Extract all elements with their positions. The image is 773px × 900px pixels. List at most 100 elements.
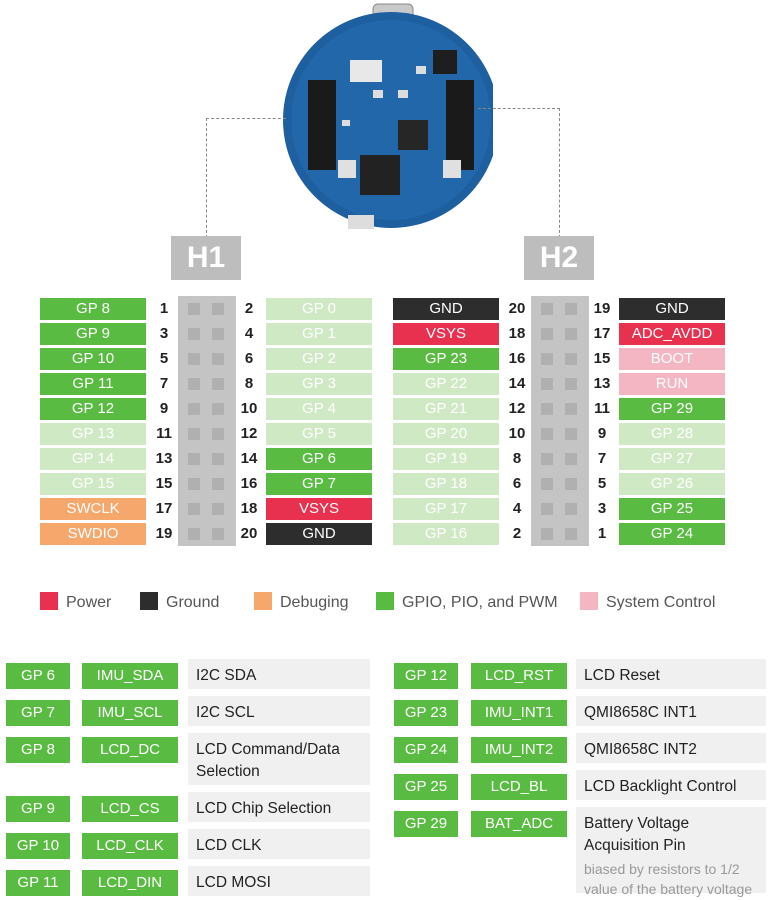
- function-description-text: LCD Reset: [584, 667, 660, 684]
- h2-pin-strip: [531, 296, 589, 546]
- h2-left-pin-label: GP 20: [393, 423, 499, 445]
- h2-left-pin-number: 12: [508, 400, 526, 417]
- h2-left-pin-number: 14: [508, 375, 526, 392]
- h1-connector-line: [206, 118, 286, 238]
- h2-left-pin-number: 8: [512, 450, 522, 467]
- h1-right-pin-number: 4: [244, 325, 254, 342]
- h2-right-pin-label: GND: [619, 298, 725, 320]
- legend-label: Power: [66, 594, 112, 611]
- h1-right-pin-label: GP 3: [266, 373, 372, 395]
- pin-pad: [212, 353, 224, 365]
- pin-pad: [565, 328, 577, 340]
- h1-left-pin-number: 13: [155, 450, 173, 467]
- pin-pad: [188, 378, 200, 390]
- h1-left-pin-number: 1: [159, 300, 169, 317]
- function-description: LCD Command/Data Selection: [188, 733, 370, 785]
- pin-pad: [565, 503, 577, 515]
- h1-right-pin-number: 18: [240, 500, 258, 517]
- function-gpio: GP 23: [394, 700, 458, 726]
- legend-swatch: [376, 592, 394, 610]
- h1-left-pin-label: SWCLK: [40, 498, 146, 520]
- function-description: QMI8658C INT2: [576, 733, 766, 763]
- function-gpio: GP 11: [6, 870, 70, 896]
- h2-right-pin-number: 3: [597, 500, 607, 517]
- function-description-text: Battery Voltage Acquisition Pin: [584, 815, 690, 854]
- h2-left-pin-number: 18: [508, 325, 526, 342]
- function-description: LCD Backlight Control: [576, 770, 766, 800]
- function-description-text: LCD Chip Selection: [196, 800, 332, 817]
- pin-pad: [212, 503, 224, 515]
- pin-pad: [188, 403, 200, 415]
- h1-left-pin-number: 19: [155, 525, 173, 542]
- function-gpio: GP 6: [6, 663, 70, 689]
- h1-right-pin-number: 12: [240, 425, 258, 442]
- h2-right-pin-number: 17: [593, 325, 611, 342]
- pin-pad: [565, 378, 577, 390]
- h2-left-pin-label: GP 18: [393, 473, 499, 495]
- h2-header-label: H2: [524, 236, 594, 280]
- function-signal: BAT_ADC: [471, 811, 567, 837]
- h2-left-pin-number: 6: [512, 475, 522, 492]
- pin-pad: [188, 353, 200, 365]
- h1-left-pin-label: GP 9: [40, 323, 146, 345]
- legend-item: GPIO, PIO, and PWM: [376, 592, 558, 612]
- legend-item: System Control: [580, 592, 715, 612]
- board-graphic: [283, 3, 499, 229]
- pin-pad: [565, 478, 577, 490]
- h2-left-pin-number: 4: [512, 500, 522, 517]
- function-signal: LCD_CS: [82, 796, 178, 822]
- h1-right-pin-label: GP 1: [266, 323, 372, 345]
- pin-pad: [188, 478, 200, 490]
- pin-pad: [565, 528, 577, 540]
- function-gpio: GP 7: [6, 700, 70, 726]
- h1-left-pin-label: GP 8: [40, 298, 146, 320]
- function-description-text: LCD Backlight Control: [584, 778, 737, 795]
- pin-pad: [188, 303, 200, 315]
- h2-right-pin-label: GP 29: [619, 398, 725, 420]
- pin-pad: [188, 503, 200, 515]
- h2-right-pin-label: ADC_AVDD: [619, 323, 725, 345]
- h1-left-pin-label: SWDIO: [40, 523, 146, 545]
- function-description: I2C SDA: [188, 659, 370, 689]
- h1-left-pin-number: 11: [156, 425, 172, 442]
- pin-pad: [541, 453, 553, 465]
- legend-swatch: [580, 592, 598, 610]
- pin-pad: [212, 378, 224, 390]
- function-signal: IMU_SCL: [82, 700, 178, 726]
- h2-right-pin-label: GP 27: [619, 448, 725, 470]
- pin-pad: [565, 428, 577, 440]
- h1-left-pin-label: GP 12: [40, 398, 146, 420]
- pin-pad: [565, 303, 577, 315]
- h1-header-label: H1: [171, 236, 241, 280]
- h2-left-pin-number: 20: [508, 300, 526, 317]
- pin-pad: [212, 528, 224, 540]
- pin-pad: [212, 428, 224, 440]
- h1-left-pin-label: GP 15: [40, 473, 146, 495]
- function-gpio: GP 12: [394, 663, 458, 689]
- function-description-text: I2C SDA: [196, 667, 257, 684]
- h2-right-pin-label: GP 25: [619, 498, 725, 520]
- function-description: LCD Reset: [576, 659, 766, 689]
- pin-pad: [541, 403, 553, 415]
- h1-right-pin-label: GP 4: [266, 398, 372, 420]
- h1-right-pin-label: GP 0: [266, 298, 372, 320]
- h1-right-pin-label: GP 7: [266, 473, 372, 495]
- h1-right-pin-number: 16: [240, 475, 258, 492]
- h1-right-pin-number: 2: [244, 300, 254, 317]
- pin-pad: [541, 528, 553, 540]
- legend-label: System Control: [606, 594, 716, 611]
- h1-left-pin-number: 5: [159, 350, 169, 367]
- legend-swatch: [140, 592, 158, 610]
- h1-left-pin-label: GP 13: [40, 423, 146, 445]
- pin-pad: [541, 328, 553, 340]
- pin-pad: [188, 328, 200, 340]
- pin-pad: [188, 528, 200, 540]
- h2-left-pin-label: GP 22: [393, 373, 499, 395]
- legend-label: GPIO, PIO, and PWM: [402, 594, 558, 611]
- h2-right-pin-number: 11: [594, 400, 610, 417]
- h1-right-pin-label: GND: [266, 523, 372, 545]
- function-description-text: LCD Command/Data Selection: [196, 741, 340, 780]
- h1-pin-strip: [178, 296, 236, 546]
- board-image: [278, 0, 499, 240]
